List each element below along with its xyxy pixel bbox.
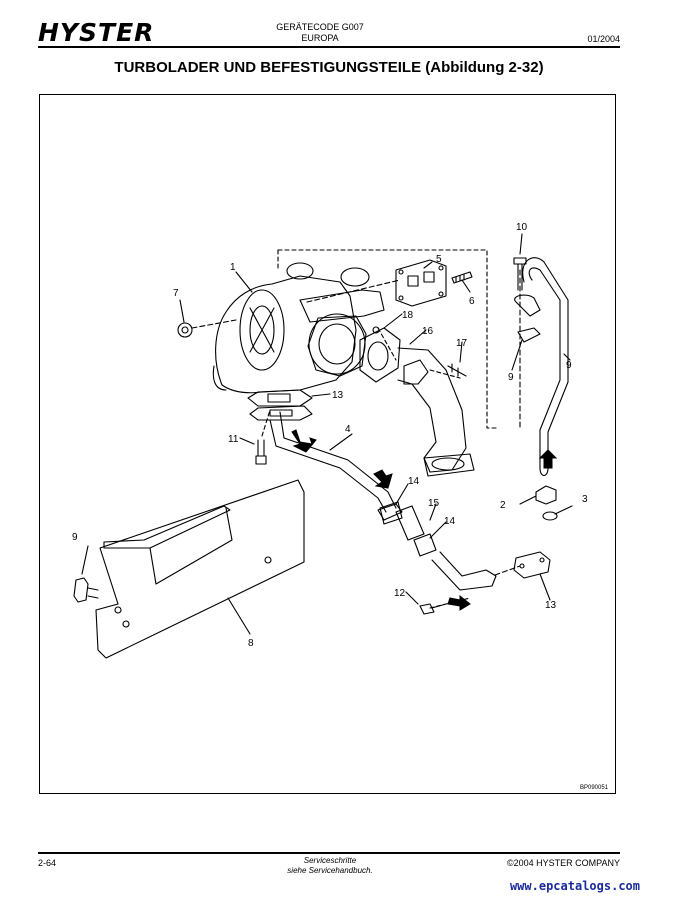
header-date: 01/2004 — [587, 34, 620, 44]
callout-2: 5 — [436, 254, 442, 265]
callout-13-lower: 13 — [545, 600, 557, 611]
bolt-9-left — [255, 439, 267, 465]
page-title: TURBOLADER UND BEFESTIGUNGSTEILE (Abbild… — [114, 59, 544, 76]
page-number: 2-64 — [38, 858, 57, 868]
nut-18 — [372, 326, 380, 334]
footer-note-line2: siehe Servicehandbuch. — [287, 866, 373, 875]
bolt-6 — [73, 577, 99, 603]
equipment-code: GERÄTECODE G007 — [276, 22, 364, 32]
copyright: ©2004 HYSTER COMPANY — [507, 858, 620, 868]
hose-15 — [395, 505, 425, 541]
callout-14-lower: 14 — [444, 516, 456, 527]
washer-11 — [542, 511, 558, 521]
callout-3: 6 — [469, 296, 475, 307]
gasket-13-upper — [247, 389, 313, 407]
callout-15: 15 — [428, 498, 440, 509]
callout-12: 4 — [345, 424, 351, 435]
turbocharger — [212, 262, 385, 394]
callout-1: 1 — [230, 262, 236, 273]
callout-9-left: 11 — [228, 434, 239, 445]
drain-pipe-12 — [269, 411, 403, 521]
drain-tube-lower — [431, 551, 497, 591]
gasket-2 — [395, 259, 447, 307]
oil-pipe-7 — [514, 257, 569, 477]
watermark-link[interactable]: www.epcatalogs.com — [509, 879, 640, 893]
gasket-13-lower — [249, 405, 313, 421]
fitting-10 — [535, 485, 557, 505]
callout-10: 2 — [500, 500, 506, 511]
stud-3 — [451, 271, 473, 284]
clamp-14-upper — [379, 501, 403, 525]
heat-shield-5 — [95, 479, 305, 659]
figure-id: BP090051 — [580, 785, 609, 791]
clamp-14-lower — [413, 533, 437, 557]
exhaust-elbow-16 — [359, 327, 475, 477]
flow-arrows — [291, 429, 558, 611]
hyster-logo: HYSTER — [38, 18, 155, 47]
callout-9-bottom: 12 — [394, 588, 406, 599]
group-outline-dashed — [277, 249, 498, 429]
callout-11: 3 — [582, 494, 588, 505]
callout-7: 9 — [566, 360, 572, 371]
bolt-9-top — [513, 257, 527, 291]
stud-17 — [447, 365, 467, 377]
callout-labels: 1 5 6 7 8 9 9 9 10 11 12 2 3 4 13 13 14 … — [72, 222, 588, 649]
bolt-9-bottom — [419, 603, 447, 615]
header-center: GERÄTECODE G007 EUROPA — [240, 22, 400, 44]
callout-17: 17 — [456, 338, 468, 349]
footer-note: Serviceschritte siehe Servicehandbuch. — [250, 856, 410, 876]
gasket-13-right — [513, 551, 551, 579]
callout-5: 8 — [248, 638, 254, 649]
figure-frame — [39, 94, 616, 794]
callout-4: 7 — [173, 288, 179, 299]
footer-rule — [38, 852, 620, 854]
footer-note-line1: Serviceschritte — [303, 856, 357, 865]
gasket-8 — [517, 327, 541, 343]
callout-8: 9 — [508, 372, 514, 383]
region: EUROPA — [301, 33, 339, 43]
callout-14-upper: 14 — [408, 476, 420, 487]
header-rule — [38, 46, 620, 48]
nut-4 — [177, 322, 193, 338]
callout-16: 16 — [422, 326, 434, 337]
callout-13-upper: 13 — [332, 390, 344, 401]
callout-9-top: 10 — [516, 222, 528, 233]
callout-6: 9 — [72, 532, 78, 543]
callout-18: 18 — [402, 310, 414, 321]
